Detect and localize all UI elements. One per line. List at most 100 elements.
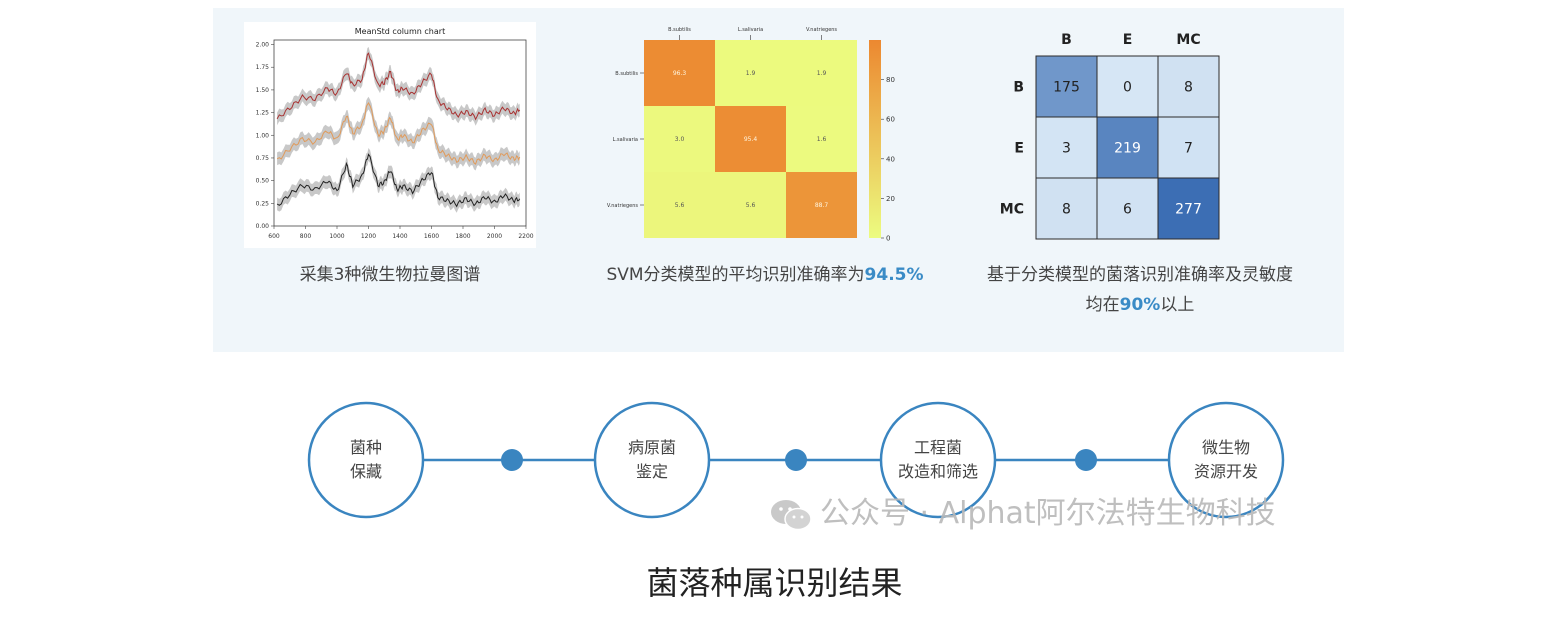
column-label: B [1061,32,1072,48]
matrix-cell-label: 8 [1184,80,1193,96]
matrix-cell [1157,116,1220,179]
flow-node-line: 工程菌 [913,438,962,457]
flow-dot [1075,449,1097,471]
series-std-band [277,46,520,126]
flow-node-line: 微生物 [1201,438,1250,457]
matrix-cell-label: 219 [1114,141,1141,157]
caption-colony: 基于分类模型的菌落识别准确率及灵敏度 均在90%以上 [960,260,1320,320]
x-tick-label: 1600 [424,233,439,240]
colorbar-tick-label: 0 [886,235,890,243]
colorbar-tick-label: 60 [886,116,895,124]
caption-svm: SVM分类模型的平均识别准确率为94.5% [590,260,940,290]
flow-node-line: 菌种 [349,438,382,457]
series-std-band [277,148,520,213]
column-label: MC [1176,32,1200,48]
matrix-cell [1035,55,1098,118]
matrix-cell [1035,116,1098,179]
caption-colony-value: 90% [1119,295,1161,315]
x-tick-label: 1000 [329,233,344,240]
flow-node-ring [879,401,997,519]
matrix-cell-label: 3 [1062,141,1071,157]
y-tick-label: 0.75 [256,155,270,162]
flow-node-line: 病原菌 [627,438,676,457]
flow-dot [501,449,523,471]
heatmap-cell-label: 1.6 [817,136,827,143]
flow-dot [785,449,807,471]
flow-node-line: 改造和筛选 [897,462,978,481]
colorbar-tick-label: 80 [886,76,895,84]
matrix-cell-label: 175 [1053,80,1080,96]
y-tick-label: V.natriegens [607,203,638,209]
flow-node-ring [593,401,711,519]
series-mean-line [276,102,521,165]
x-tick-label: 1200 [361,233,376,240]
y-tick-label: 1.25 [256,110,270,117]
flow-node-label: 工程菌 改造和筛选 [883,436,993,484]
x-tick-label: V.natriegens [806,27,837,33]
x-tick-label: 1800 [455,233,470,240]
y-tick-label: 0.50 [256,178,270,185]
y-tick-label: L.salivaria [613,137,638,143]
y-tick-label: 1.00 [256,132,270,139]
heatmap-cell [644,40,715,106]
wechat-icon [771,499,812,530]
heatmap-cell-label: 3.0 [675,136,685,143]
x-tick-label: 1400 [392,233,407,240]
x-tick-label: 800 [300,233,312,240]
row-label: B [1013,80,1024,96]
row-label: MC [1000,202,1024,218]
page-title: 菌落种属识别结果 [646,564,903,602]
x-tick-label: L.salivaria [738,27,763,33]
series-mean-line [276,52,521,121]
y-tick-label: B.subtilis [615,71,638,77]
matrix-cell [1035,177,1098,240]
caption-colony-suffix: 以上 [1160,295,1195,315]
heatmap-cell-label: 96.3 [673,70,687,77]
heatmap-cell-label: 88.7 [815,202,829,209]
heatmap-cell [715,40,786,106]
heatmap-cell [715,106,786,172]
caption-spectra: 采集3种微生物拉曼图谱 [299,265,481,285]
heatmap-cell [644,106,715,172]
watermark: 公众号 · Alphat阿尔法特生物科技 [770,488,1276,532]
heatmap-cell-label: 5.6 [746,202,756,209]
heatmap-cell [786,172,857,238]
caption-colony-prefix: 均在 [1085,295,1120,315]
flow-node-line: 保藏 [349,462,382,481]
matrix-cell-label: 8 [1062,202,1071,218]
heatmap-cell [644,172,715,238]
x-tick-label: 600 [268,233,280,240]
heatmap-cell [715,172,786,238]
y-tick-label: 2.00 [256,42,270,49]
column-label: E [1123,32,1133,48]
y-tick-label: 0.00 [256,223,270,230]
matrix-cell-label: 277 [1175,202,1202,218]
caption-colony-line1: 基于分类模型的菌落识别准确率及灵敏度 [987,265,1293,285]
colorbar-tick-label: 40 [886,155,895,163]
heatmap-cell-label: 95.4 [744,136,758,143]
series-std-band [277,96,520,171]
chart-background [244,22,536,248]
flow-node-label: 微生物 资源开发 [1171,436,1281,484]
caption-svm-text: SVM分类模型的平均识别准确率为 [606,265,865,285]
x-tick-label: 2200 [518,233,533,240]
y-tick-label: 1.50 [256,87,270,94]
matrix-cell [1096,116,1159,179]
flow-node-label: 病原菌 鉴定 [597,436,707,484]
heatmap-cell [786,40,857,106]
matrix-cell [1157,55,1220,118]
colorbar-tick-label: 20 [886,195,895,203]
matrix-cell [1157,177,1220,240]
heatmap-cell-label: 1.9 [746,70,756,77]
heatmap-cell-label: 5.6 [675,202,685,209]
x-tick-label: B.subtilis [668,27,691,33]
watermark-text: 公众号 · Alphat阿尔法特生物科技 [820,496,1276,531]
flow-node-ring [1167,401,1285,519]
spectra-series-group [276,46,521,213]
colorbar [869,40,881,238]
flow-node-line: 鉴定 [635,462,668,481]
matrix-cell-label: 0 [1123,80,1132,96]
